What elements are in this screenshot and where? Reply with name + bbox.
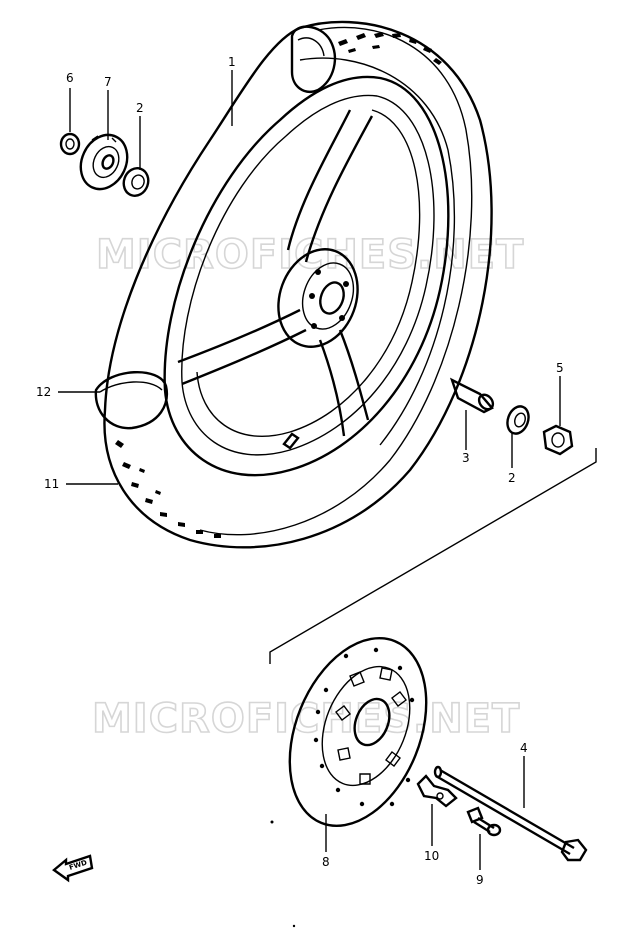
- callout-5: 5: [556, 361, 564, 375]
- part-6-nut: [59, 132, 81, 156]
- wheel-hub: [277, 248, 359, 348]
- part-7-speedometer-gear: [79, 133, 129, 191]
- callout-6: 6: [66, 71, 74, 85]
- callout-leaders: [58, 70, 561, 870]
- callout-12: 12: [36, 385, 51, 399]
- assembly-guide-line: [269, 448, 597, 664]
- watermark-bottom: MICROFICHES.NET: [92, 696, 520, 742]
- callout-9: 9: [476, 873, 484, 887]
- callout-1: 1: [228, 55, 236, 69]
- watermark-top: MICROFICHES.NET: [96, 232, 524, 278]
- part-3-spacer: [449, 377, 495, 414]
- wheel-spokes: [177, 109, 374, 437]
- tyre-outer: [103, 20, 493, 549]
- part-9-bolt: [466, 806, 502, 837]
- callout-4: 4: [520, 741, 528, 755]
- fwd-direction-arrow: FWD: [52, 854, 94, 883]
- callout-10: 10: [424, 849, 439, 863]
- part-8-brake-disc: [288, 637, 428, 827]
- valve-stem: [282, 432, 300, 450]
- callout-3: 3: [462, 451, 470, 465]
- callout-2-left: 2: [136, 101, 144, 115]
- part-2-bearing-left: [122, 167, 150, 197]
- rim-outer: [163, 75, 450, 477]
- part-4-front-axle: [433, 765, 588, 862]
- callout-7: 7: [104, 75, 112, 89]
- tread-pattern-top: [338, 32, 442, 65]
- part-5-axle-nut: [542, 424, 574, 456]
- tyre-section-top: [290, 25, 337, 93]
- tread-pattern-bottom: [115, 440, 221, 538]
- part-2-bearing-right: [506, 405, 530, 435]
- tyre-section-left: [94, 371, 169, 430]
- wheel-assembly: [94, 20, 493, 549]
- callout-2-right: 2: [508, 471, 516, 485]
- callout-8: 8: [322, 855, 330, 869]
- callout-11: 11: [44, 477, 59, 491]
- part-10-bracket: [416, 774, 458, 808]
- callout-numbers: 1 2 2 3 4 5 6 7 8 9 10 11 12: [36, 55, 564, 887]
